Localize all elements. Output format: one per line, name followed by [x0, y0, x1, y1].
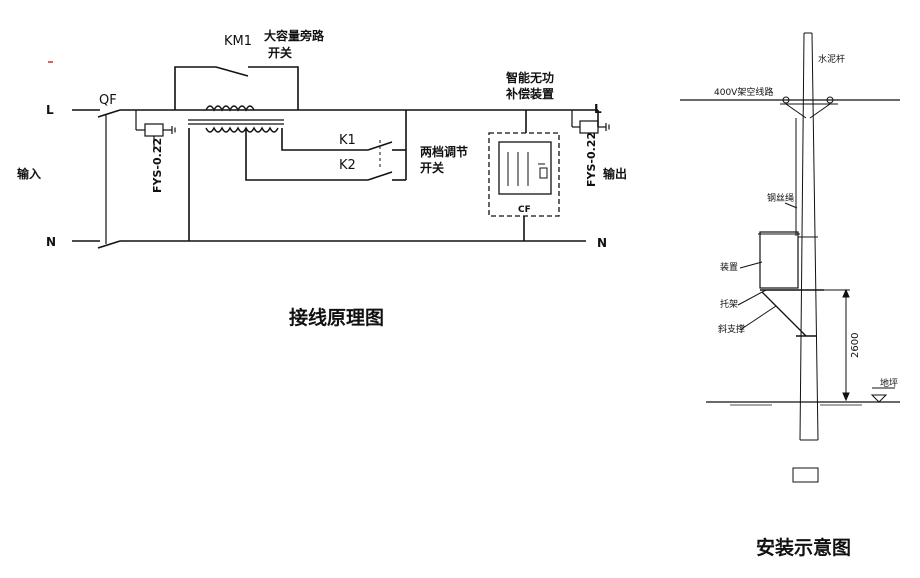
label-l-out: L: [594, 102, 602, 116]
label-fys-right: FYS-0.22: [585, 132, 598, 187]
label-n-out: N: [597, 236, 607, 250]
label-bypass-2: 开关: [268, 45, 292, 60]
label-input: 输入: [17, 166, 41, 181]
label-km1: KM1: [224, 34, 252, 49]
install-labels: 水泥杆 400V架空线路 钢丝绳 装置 托架 斜支撑 2600 地坪 安装示意图: [714, 53, 898, 559]
label-ground: 地坪: [880, 377, 898, 389]
comp-box-inner: [498, 141, 552, 195]
wiring-diagram: [48, 61, 610, 249]
label-rope: 钢丝绳: [767, 192, 794, 204]
dimension-arrow-bottom: [842, 392, 850, 402]
label-bypass-1: 大容量旁路: [264, 28, 325, 43]
label-cf: CF: [518, 205, 531, 215]
brace: [761, 291, 807, 337]
label-switch-2: 开关: [420, 160, 444, 175]
wiring-labels: L N L N QF KM1 大容量旁路 开关 输入 输出 FYS-0.22 F…: [17, 28, 627, 329]
label-switch-1: 两档调节: [420, 144, 468, 159]
pointer-brace: [739, 305, 777, 331]
k2-path: [245, 128, 368, 181]
dimension-arrow-top: [842, 288, 850, 298]
label-brace: 斜支撑: [718, 323, 745, 335]
label-output: 输出: [603, 166, 627, 181]
label-k2: K2: [339, 158, 356, 173]
km1-bypass: [174, 66, 249, 110]
label-device: 装置: [720, 261, 738, 273]
label-comp-1: 智能无功: [505, 70, 554, 85]
qf-switch-n: [97, 240, 121, 249]
pointer-device: [739, 261, 763, 269]
k1-path: [281, 128, 368, 151]
install-title: 安装示意图: [756, 536, 851, 559]
crossarm: [780, 96, 838, 119]
label-k1: K1: [339, 133, 356, 148]
wiring-title: 接线原理图: [289, 306, 384, 329]
qf-switch-l: [97, 109, 121, 118]
label-line: 400V架空线路: [714, 86, 773, 98]
pointer-rope: [784, 202, 798, 209]
km1-bypass-right: [248, 66, 299, 110]
comp-contacts: [507, 152, 548, 186]
install-diagram: [680, 32, 900, 483]
label-qf: QF: [99, 93, 117, 108]
fys-right-arrester: [571, 110, 610, 134]
pole-base: [792, 467, 819, 483]
transformer: [188, 105, 284, 241]
label-fys-left: FYS-0.22: [151, 138, 164, 193]
ground-marker: [870, 394, 888, 403]
fys-left-arrester: [135, 110, 176, 137]
label-l-in: L: [46, 103, 54, 117]
label-comp-2: 补偿装置: [505, 86, 554, 101]
k2-switch: [367, 171, 393, 181]
label-pole: 水泥杆: [818, 53, 845, 65]
pointer-bracket: [737, 289, 767, 306]
label-height: 2600: [850, 333, 861, 358]
device-box: [759, 231, 799, 289]
label-n-in: N: [46, 235, 56, 249]
label-bracket: 托架: [720, 298, 738, 310]
